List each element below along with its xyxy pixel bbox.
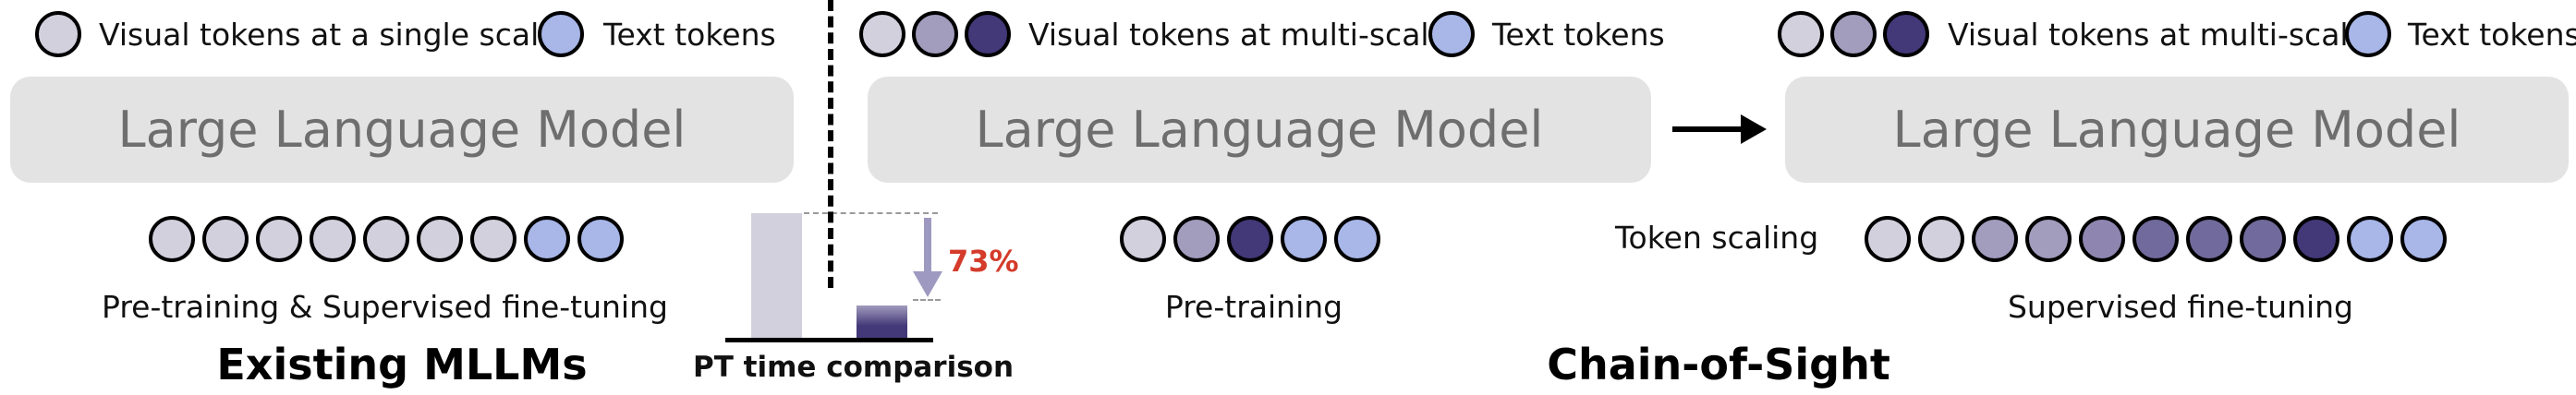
sft-token-text — [2400, 216, 2447, 262]
reduction-percent-label: 73% — [948, 244, 1019, 279]
legend-text-token — [1428, 11, 1475, 57]
pretrain-token-visual — [1227, 216, 1273, 262]
existing-token-visual — [363, 216, 409, 262]
existing-token-visual — [310, 216, 356, 262]
pretrain-caption: Pre-training — [1164, 289, 1343, 325]
llm-label: Large Language Model — [975, 101, 1544, 159]
pretrain-token-row — [1120, 216, 1380, 262]
legend-text-label: Text tokens — [2408, 17, 2576, 53]
legend-scale1-token — [859, 11, 905, 57]
legend-scale2-token — [912, 11, 958, 57]
legend-text-label: Text tokens — [1492, 17, 1665, 53]
sft-token-visual — [1918, 216, 1964, 262]
sft-token-visual — [2186, 216, 2232, 262]
reduction-arrow-icon — [913, 218, 942, 297]
existing-token-text — [524, 216, 570, 262]
transition-arrow-icon — [1672, 114, 1767, 144]
legend-scale3-token — [1883, 11, 1929, 57]
sft-token-visual — [2132, 216, 2179, 262]
sft-token-text — [2347, 216, 2393, 262]
pt-time-caption: PT time comparison — [693, 351, 1015, 384]
existing-token-visual — [256, 216, 302, 262]
legend-visual-single-token — [35, 11, 81, 57]
pretrain-token-text — [1281, 216, 1327, 262]
existing-panel: Visual tokens at a single scale Text tok… — [0, 0, 813, 395]
sft-token-visual — [2025, 216, 2072, 262]
legend-visual-single-label: Visual tokens at a single scale — [99, 17, 558, 53]
sft-token-visual — [2293, 216, 2339, 262]
pretrain-token-text — [1334, 216, 1380, 262]
legend-scale2-token — [1830, 11, 1877, 57]
existing-token-visual — [470, 216, 516, 262]
existing-caption: Pre-training & Supervised fine-tuning — [102, 289, 668, 325]
llm-box-existing: Large Language Model — [10, 77, 794, 183]
bar-existing-pt-time — [751, 213, 802, 340]
pretrain-token-visual — [1120, 216, 1166, 262]
legend-text-token — [2345, 11, 2391, 57]
legend-text-label: Text tokens — [603, 17, 776, 53]
sft-token-visual — [1865, 216, 1911, 262]
llm-box-pretrain: Large Language Model — [868, 77, 1651, 183]
cos-heading: Chain-of-Sight — [1547, 340, 1890, 389]
existing-token-text — [577, 216, 624, 262]
sft-caption: Supervised fine-tuning — [2007, 289, 2354, 325]
bottom-guide-line — [913, 299, 941, 301]
llm-label: Large Language Model — [1892, 101, 2461, 159]
legend-scale3-token — [965, 11, 1011, 57]
llm-label: Large Language Model — [117, 101, 687, 159]
top-guide-line — [804, 212, 938, 214]
pt-time-comparison: 73% PT time comparison — [674, 203, 1026, 395]
existing-token-visual — [149, 216, 195, 262]
existing-token-row — [149, 216, 624, 262]
legend-scale1-token — [1778, 11, 1824, 57]
existing-token-visual — [202, 216, 249, 262]
llm-box-sft: Large Language Model — [1785, 77, 2569, 183]
sft-token-visual — [2079, 216, 2125, 262]
legend-multiscale-label: Visual tokens at multi-scale — [1028, 17, 1448, 53]
existing-token-visual — [417, 216, 463, 262]
sft-token-row — [1865, 216, 2447, 262]
section-divider — [828, 0, 833, 288]
pretrain-token-visual — [1173, 216, 1220, 262]
legend-multiscale-label: Visual tokens at multi-scale — [1948, 17, 2367, 53]
existing-heading: Existing MLLMs — [216, 340, 588, 389]
sft-token-visual — [2240, 216, 2286, 262]
sft-token-visual — [1972, 216, 2018, 262]
bar-cos-pt-time — [857, 305, 907, 340]
legend-text-token — [538, 11, 584, 57]
token-scaling-label: Token scaling — [1615, 220, 1819, 256]
bar-baseline — [725, 338, 933, 342]
